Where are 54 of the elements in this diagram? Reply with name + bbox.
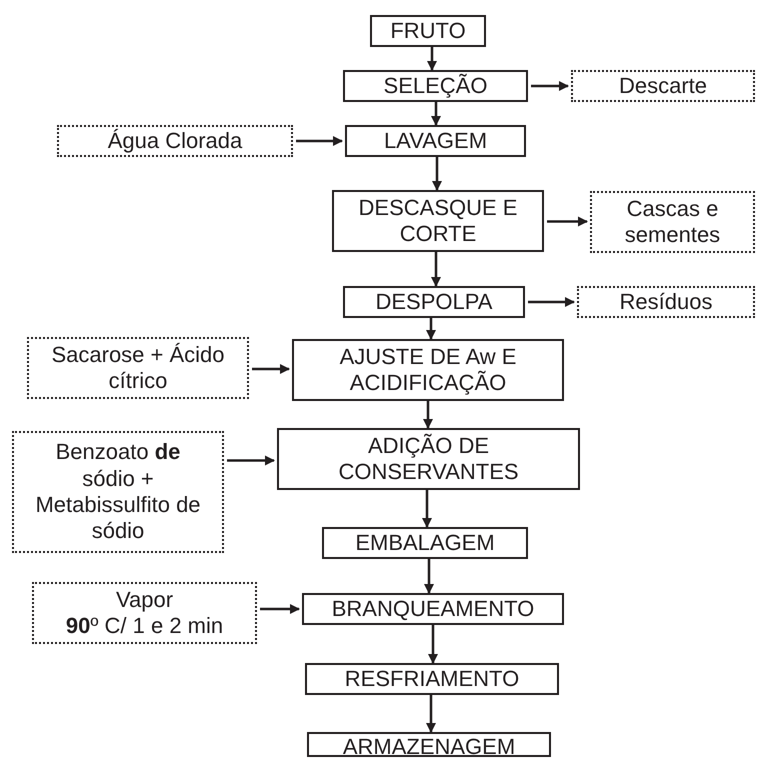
input-output-box [12,431,224,553]
step-label: EMBALAGEM [355,530,495,556]
step-label: SELEÇÃO [384,72,488,100]
process-box [370,15,486,47]
arrow [531,81,569,91]
input-output-box [571,70,755,102]
step-label: DESCASQUE E CORTE [358,194,518,248]
process-box [322,527,528,559]
step-label: Cascas e sementes [624,196,722,248]
input-output-box [590,191,755,253]
arrow [227,456,275,466]
process-box [302,593,564,625]
step-label: Benzoato de sódio + Metabissulfito de sódio [34,439,202,545]
arrow [422,490,432,528]
step-label: ADIÇÃO DE CONSERVANTES [337,432,520,486]
step-label: LAVAGEM [384,128,488,154]
step-label: FRUTO [390,18,466,44]
step-label: Água Clorada [108,128,242,154]
step-label: RESFRIAMENTO [344,666,520,692]
process-box [307,732,551,757]
arrow [528,297,575,307]
step-label: Vapor [116,586,174,613]
input-output-box [32,582,257,644]
process-box [332,190,544,252]
arrow [426,318,436,340]
step-label: 90º C/ 1 e 2 min [66,613,224,640]
arrow [547,216,588,226]
process-box [305,663,559,695]
arrow [427,47,437,71]
process-box [345,125,526,157]
process-box [343,70,528,102]
arrow [432,157,442,191]
process-box [343,286,525,318]
arrow [424,559,434,594]
step-label: Resíduos [620,288,712,316]
arrow [426,695,436,733]
arrow [431,102,441,126]
step-label: Descarte [618,72,708,100]
process-box [277,428,580,490]
arrow [431,252,441,287]
step-label: ARMAZENAGEM [342,734,516,755]
process-box [292,339,564,401]
arrow [423,401,433,429]
step-label: Sacarose + Ácido cítrico [50,342,226,394]
input-output-box [577,286,755,318]
input-output-box [57,125,293,157]
input-output-box [27,337,249,399]
arrow [296,136,343,146]
step-label: DESPOLPA [376,288,492,316]
arrow [428,625,438,664]
step-label: BRANQUEAMENTO [332,596,534,622]
step-label: AJUSTE DE Aw E ACIDIFICAÇÃO [338,344,518,396]
arrow [252,364,290,374]
arrow [260,604,300,614]
